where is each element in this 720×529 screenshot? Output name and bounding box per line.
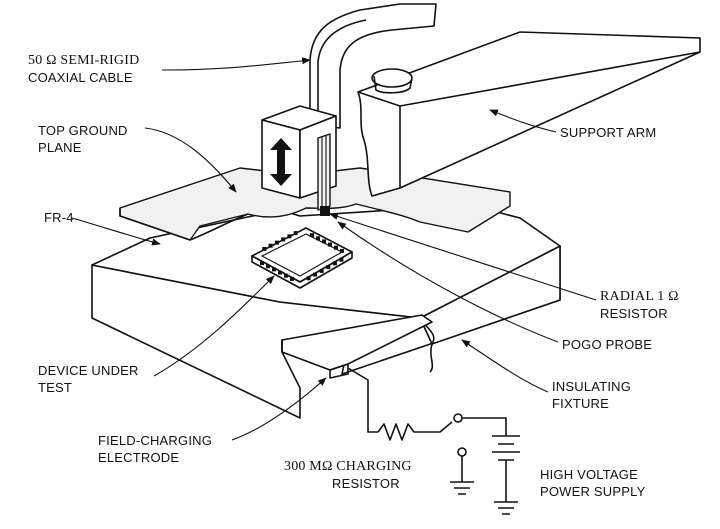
- battery-symbol: [492, 435, 520, 461]
- label-field-charging-electrode: FIELD-CHARGING ELECTRODE: [98, 432, 212, 466]
- chip-pin: [339, 257, 344, 262]
- chip-pin: [334, 245, 338, 250]
- radial-resistor-body: [320, 206, 330, 216]
- chip-pins: [260, 231, 344, 281]
- chip-pin: [266, 264, 270, 269]
- chip-pin: [340, 248, 344, 253]
- label-coaxial-cable-line2: COAXIAL CABLE: [28, 70, 133, 85]
- label-radial-resistor-line2: RESISTOR: [600, 306, 668, 321]
- label-pogo-probe: POGO PROBE: [562, 336, 652, 353]
- chip-pin: [272, 267, 276, 272]
- label-device-under-test: DEVICE UNDER TEST: [38, 362, 139, 396]
- probe-block: [261, 105, 337, 216]
- coaxial-cable: [309, 3, 437, 129]
- label-fr4: FR-4: [44, 209, 74, 226]
- label-insulating-fixture: INSULATING FIXTURE: [552, 378, 631, 412]
- label-device-under-test-line2: TEST: [38, 380, 73, 395]
- label-insulating-fixture-line1: INSULATING: [552, 379, 632, 394]
- chip-pin: [313, 272, 318, 277]
- top-ground-plane: [119, 167, 511, 241]
- label-fr4-text: FR-4: [44, 210, 74, 225]
- device-under-test: [251, 227, 353, 289]
- ground-symbol-switch: [450, 481, 474, 495]
- label-top-ground-plane: TOP GROUND PLANE: [38, 122, 128, 156]
- chip-pin: [278, 270, 282, 275]
- chip-pin: [310, 233, 314, 238]
- label-high-voltage-supply: HIGH VOLTAGE POWER SUPPLY: [540, 466, 645, 500]
- chip-pin: [281, 237, 286, 242]
- chip-pin: [268, 243, 273, 248]
- chip-pin: [293, 231, 298, 236]
- label-charging-resistor-line2: RESISTOR: [332, 476, 400, 491]
- chip-pin: [319, 268, 324, 273]
- label-support-arm-text: SUPPORT ARM: [560, 125, 657, 140]
- support-arm: [357, 31, 701, 197]
- chip-pin: [306, 276, 311, 281]
- chip-pin: [260, 261, 264, 266]
- label-charging-resistor-line1: 300 MΩ CHARGING: [284, 459, 412, 474]
- insulating-fixture: [91, 204, 561, 419]
- charging-resistor-zigzag: [377, 421, 453, 441]
- label-support-arm: SUPPORT ARM: [560, 124, 656, 141]
- charging-circuit: [347, 367, 520, 515]
- chip-pin: [287, 234, 292, 239]
- chip-pin: [326, 265, 331, 270]
- label-radial-resistor-line1: RADIAL 1 Ω: [600, 289, 679, 304]
- label-charging-resistor: 300 MΩ CHARGING RESISTOR: [284, 458, 412, 492]
- chip-pin: [332, 261, 337, 266]
- label-insulating-fixture-line2: FIXTURE: [552, 396, 610, 411]
- label-field-charging-electrode-line2: ELECTRODE: [98, 450, 180, 465]
- chip-pin: [316, 236, 320, 241]
- chip-pin: [290, 276, 294, 281]
- chip-pin: [262, 246, 267, 251]
- chip-pin: [328, 242, 332, 247]
- label-device-under-test-line1: DEVICE UNDER: [38, 363, 139, 378]
- label-high-voltage-supply-line2: POWER SUPPLY: [540, 484, 646, 499]
- ground-symbol-supply: [494, 501, 518, 515]
- label-pogo-probe-text: POGO PROBE: [562, 337, 653, 352]
- label-coaxial-cable-line1: 50 Ω SEMI-RIGID: [28, 53, 140, 68]
- label-field-charging-electrode-line1: FIELD-CHARGING: [98, 433, 213, 448]
- chip-pin: [322, 239, 326, 244]
- double-arrow-icon: [270, 138, 292, 186]
- label-top-ground-plane-line2: PLANE: [38, 140, 82, 155]
- label-high-voltage-supply-line1: HIGH VOLTAGE: [540, 467, 638, 482]
- chip-pin: [284, 273, 288, 278]
- leader-lines: [71, 57, 597, 441]
- label-top-ground-plane-line1: TOP GROUND: [38, 123, 128, 138]
- chip-pin: [274, 240, 279, 245]
- label-coaxial-cable: 50 Ω SEMI-RIGID COAXIAL CABLE: [28, 52, 139, 86]
- field-charging-electrode: [281, 314, 433, 379]
- label-radial-resistor: RADIAL 1 Ω RESISTOR: [600, 288, 679, 322]
